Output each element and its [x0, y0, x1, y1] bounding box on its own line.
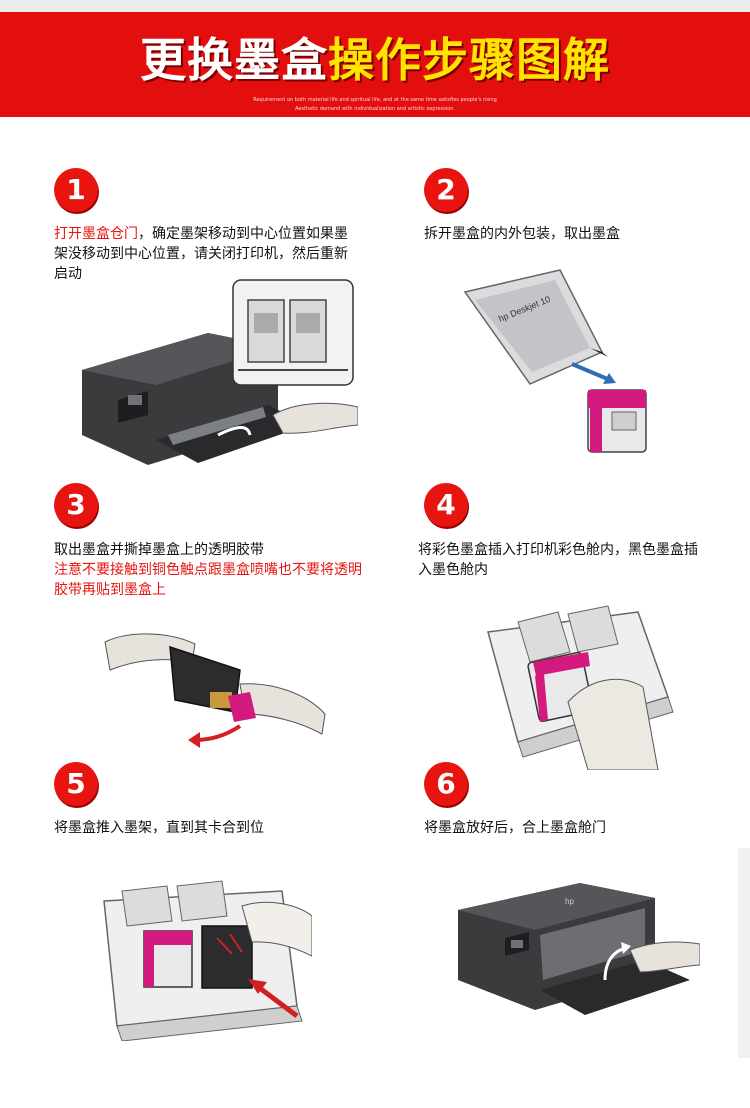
- step-3-remove-tape-illustration: [104, 633, 326, 748]
- side-scroll-tab: [738, 848, 750, 1058]
- step-6-close-door-illustration: hp: [458, 883, 700, 1015]
- step-2-unpack-cartridge-illustration: hp Deskjet 10: [463, 269, 647, 453]
- step-3-warning: 注意不要接触到铜色触点跟墨盒喷嘴也不要将透明胶带再贴到墨盒上: [54, 562, 362, 598]
- step-5-description: 将墨盒推入墨架，直到其卡合到位: [54, 820, 264, 836]
- step-5-badge: 5: [54, 762, 98, 806]
- step-6-badge: 6: [424, 762, 468, 806]
- step-1-description: 打开墨盒仓门，确定墨架移动到中心位置如果墨架没移动到中心位置，请关闭打印机，然后…: [54, 224, 354, 284]
- banner-subtitle-line-2: Aesthetic demand with individualization …: [294, 106, 456, 112]
- banner-subtitle-line-1: Requirement on both material life and sp…: [253, 97, 497, 103]
- step-3-text: 取出墨盒并撕掉墨盒上的透明胶带: [54, 542, 264, 558]
- step-1-open-printer-illustration: [82, 279, 358, 465]
- step-2-description: 拆开墨盒的内外包装，取出墨盒: [424, 226, 620, 242]
- step-1-badge: 1: [54, 168, 98, 212]
- printer-brand-label: hp: [565, 897, 574, 906]
- page-title: 更换墨盒操作步骤图解: [0, 32, 750, 88]
- title-white-part: 更换墨盒: [140, 33, 328, 87]
- step-4-description: 将彩色墨盒插入打印机彩色舱内，黑色墨盒插入墨色舱内: [418, 542, 698, 578]
- step-4-insert-cartridge-illustration: [487, 605, 674, 770]
- title-yellow-part: 操作步骤图解: [328, 33, 610, 87]
- step-2-badge: 2: [424, 168, 468, 212]
- step-1-text: ，确定墨架移动到中心位置如果墨架没移动到中心位置，请关闭打印机，然后重新启动: [54, 226, 348, 282]
- step-4-badge: 4: [424, 483, 468, 527]
- top-strip: [0, 0, 750, 12]
- step-5-push-cartridge-illustration: [103, 880, 312, 1041]
- step-1-highlight: 打开墨盒仓门: [54, 226, 138, 242]
- title-banner: 更换墨盒操作步骤图解 Requirement on both material …: [0, 12, 750, 117]
- step-3-badge: 3: [54, 483, 98, 527]
- step-6-description: 将墨盒放好后，合上墨盒舱门: [424, 820, 606, 836]
- step-3-description: 取出墨盒并撕掉墨盒上的透明胶带注意不要接触到铜色触点跟墨盒喷嘴也不要将透明胶带再…: [54, 540, 374, 600]
